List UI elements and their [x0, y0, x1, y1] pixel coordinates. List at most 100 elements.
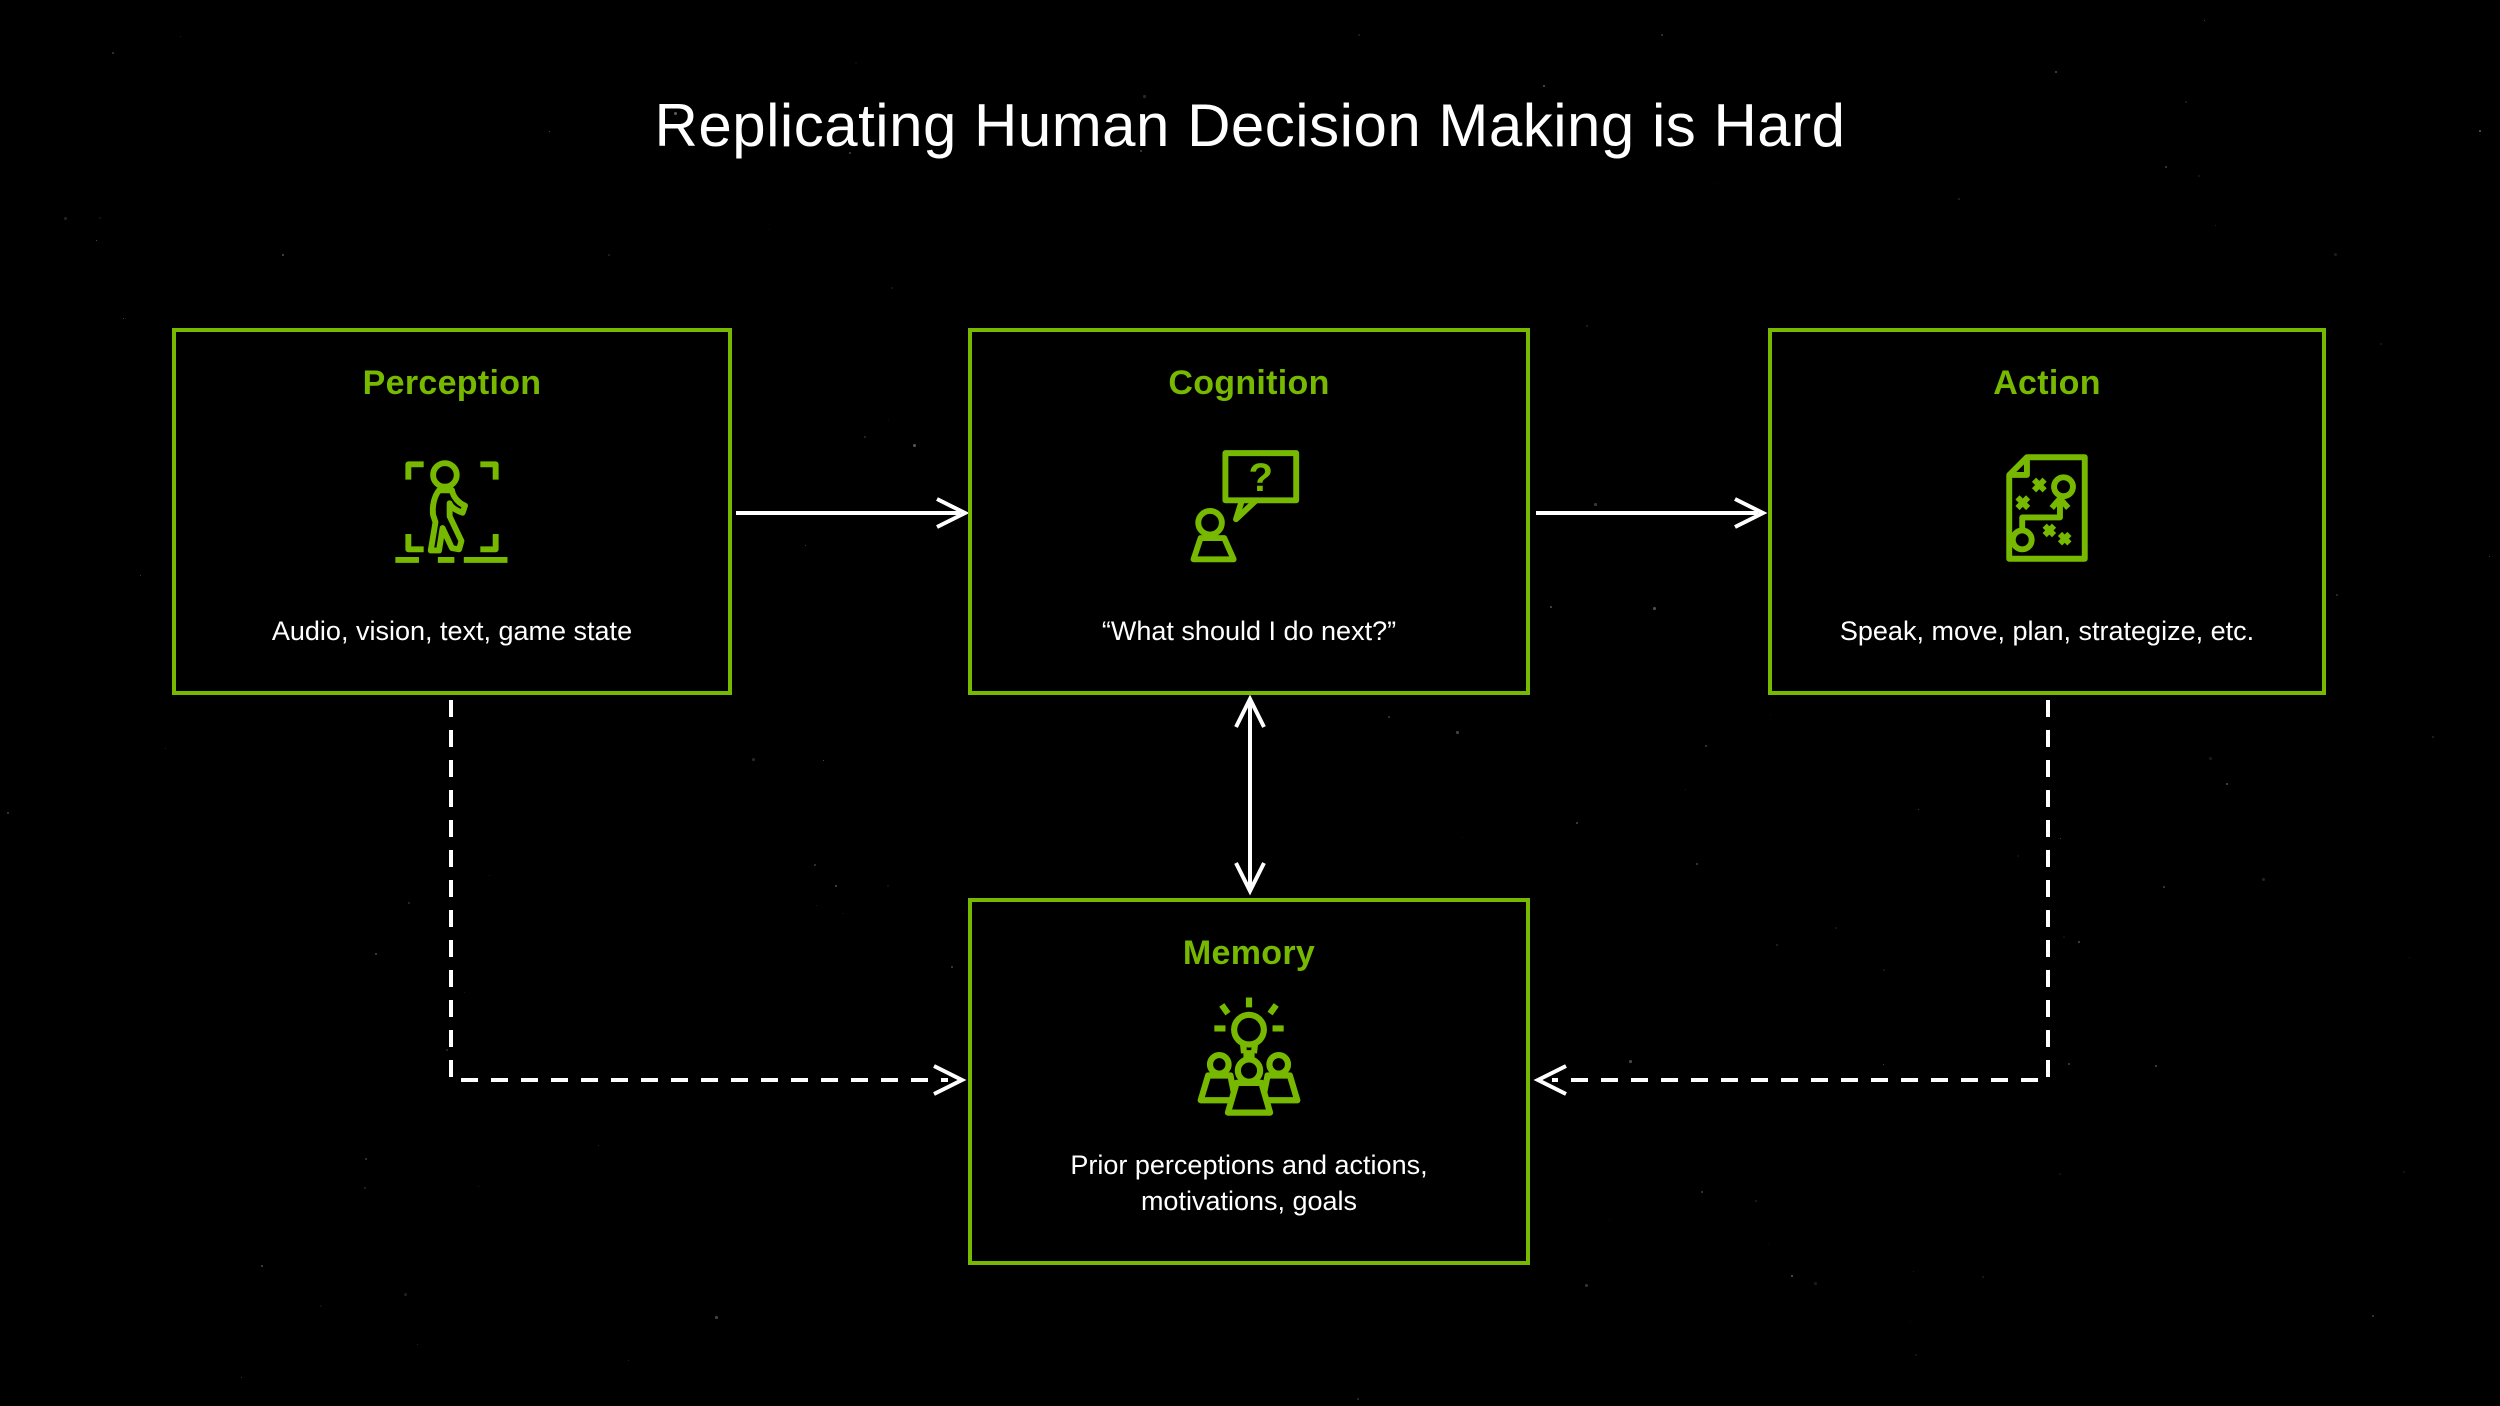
cognition-box: Cognition ? “What should I do next?”: [968, 328, 1530, 695]
star-dot: [628, 1360, 630, 1362]
star-dot: [1456, 731, 1459, 734]
cognition-box-caption: “What should I do next?”: [1101, 616, 1397, 646]
star-dot: [843, 913, 844, 914]
star-dot: [165, 748, 167, 750]
star-dot: [1357, 1398, 1359, 1400]
star-dot: [2185, 101, 2188, 104]
star-dot: [1629, 1060, 1632, 1063]
star-dot: [1915, 1354, 1918, 1357]
star-dot: [282, 254, 285, 257]
star-dot: [891, 287, 893, 289]
star-dot: [1543, 85, 1545, 87]
star-dot: [608, 254, 610, 256]
star-dot: [598, 1145, 600, 1147]
star-dot: [715, 1316, 718, 1319]
star-dot: [478, 1186, 479, 1187]
star-dot: [1701, 1191, 1704, 1194]
star-dot: [2262, 878, 2265, 881]
perception-box: Perception Audio, vision, text, game sta…: [172, 328, 732, 695]
star-dot: [2409, 957, 2411, 959]
star-dot: [1768, 1244, 1770, 1246]
star-dot: [752, 758, 755, 761]
star-dot: [888, 420, 890, 422]
star-dot: [2198, 175, 2201, 178]
star-dot: [2489, 556, 2490, 557]
arrow-cognition-memory-bidirectional: [1234, 694, 1266, 896]
star-dot: [1717, 183, 1719, 185]
star-dot: [1609, 1219, 1611, 1221]
memory-box-title: Memory: [1182, 934, 1316, 972]
star-dot: [549, 131, 551, 133]
team-idea-icon: [1197, 997, 1301, 1116]
star-dot: [951, 966, 953, 968]
star-dot: [1883, 1064, 1885, 1066]
star-dot: [2165, 166, 2167, 168]
star-dot: [365, 1158, 367, 1160]
star-dot: [1140, 150, 1142, 152]
star-dot: [2215, 225, 2216, 226]
memory-box-caption: Prior perceptions and actions, motivatio…: [1070, 1150, 1428, 1216]
star-dot: [1982, 1276, 1985, 1279]
star-dot: [1791, 1275, 1793, 1277]
star-dot: [140, 575, 142, 577]
star-dot: [2155, 1065, 2158, 1068]
star-dot: [864, 436, 866, 438]
star-dot: [1594, 503, 1597, 506]
star-dot: [1835, 927, 1837, 929]
star-dot: [1918, 809, 1919, 810]
star-dot: [2372, 1315, 2374, 1317]
star-dot: [805, 545, 806, 546]
star-dot: [1143, 95, 1146, 98]
star-dot: [1585, 1284, 1588, 1287]
star-dot: [814, 864, 817, 867]
star-dot: [96, 240, 97, 241]
star-dot: [2204, 20, 2206, 22]
question-mark-glyph: ?: [1249, 455, 1274, 500]
memory-box: Memory Prior perceptions and actions, mo…: [968, 898, 1530, 1265]
star-dot: [320, 1305, 323, 1308]
person-detection-icon: [395, 460, 508, 563]
star-dot: [1586, 325, 1589, 328]
arrow-cognition-to-action: [1536, 497, 1768, 529]
star-dot: [2334, 253, 2337, 256]
arrow-perception-to-cognition: [736, 497, 970, 529]
dashed-arrow-perception-to-memory: [449, 700, 967, 1096]
star-dot: [404, 1293, 407, 1296]
star-dot: [489, 875, 491, 877]
star-dot: [417, 1344, 419, 1346]
star-dot: [1696, 863, 1699, 866]
star-dot: [2163, 886, 2165, 888]
star-dot: [2078, 941, 2080, 943]
star-dot: [768, 229, 770, 231]
star-dot: [112, 52, 114, 54]
star-dot: [2055, 71, 2058, 74]
star-dot: [446, 1049, 449, 1052]
star-dot: [816, 905, 817, 906]
star-dot: [1358, 34, 1360, 36]
star-dot: [1913, 1271, 1915, 1273]
star-dot: [2226, 783, 2228, 785]
star-dot: [464, 992, 465, 993]
star-dot: [1910, 1321, 1912, 1323]
star-dot: [64, 217, 67, 220]
star-dot: [2059, 1173, 2062, 1176]
star-dot: [835, 885, 838, 888]
strategy-playbook-icon: [2006, 454, 2088, 562]
star-dot: [674, 112, 677, 115]
star-dot: [7, 812, 9, 814]
star-dot: [849, 152, 851, 154]
star-dot: [855, 62, 858, 65]
star-dot: [2068, 1063, 2070, 1065]
star-dot: [1576, 822, 1578, 824]
star-dot: [2380, 343, 2383, 346]
star-dot: [1550, 606, 1552, 608]
star-dot: [180, 36, 182, 38]
star-dot: [1958, 198, 1960, 200]
star-dot: [2017, 855, 2019, 857]
action-box: Action Speak, move, plan, strategize, et…: [1768, 328, 2326, 695]
star-dot: [1462, 837, 1463, 838]
star-dot: [1776, 944, 1778, 946]
star-dot: [1705, 745, 1708, 748]
star-dot: [364, 1187, 367, 1190]
